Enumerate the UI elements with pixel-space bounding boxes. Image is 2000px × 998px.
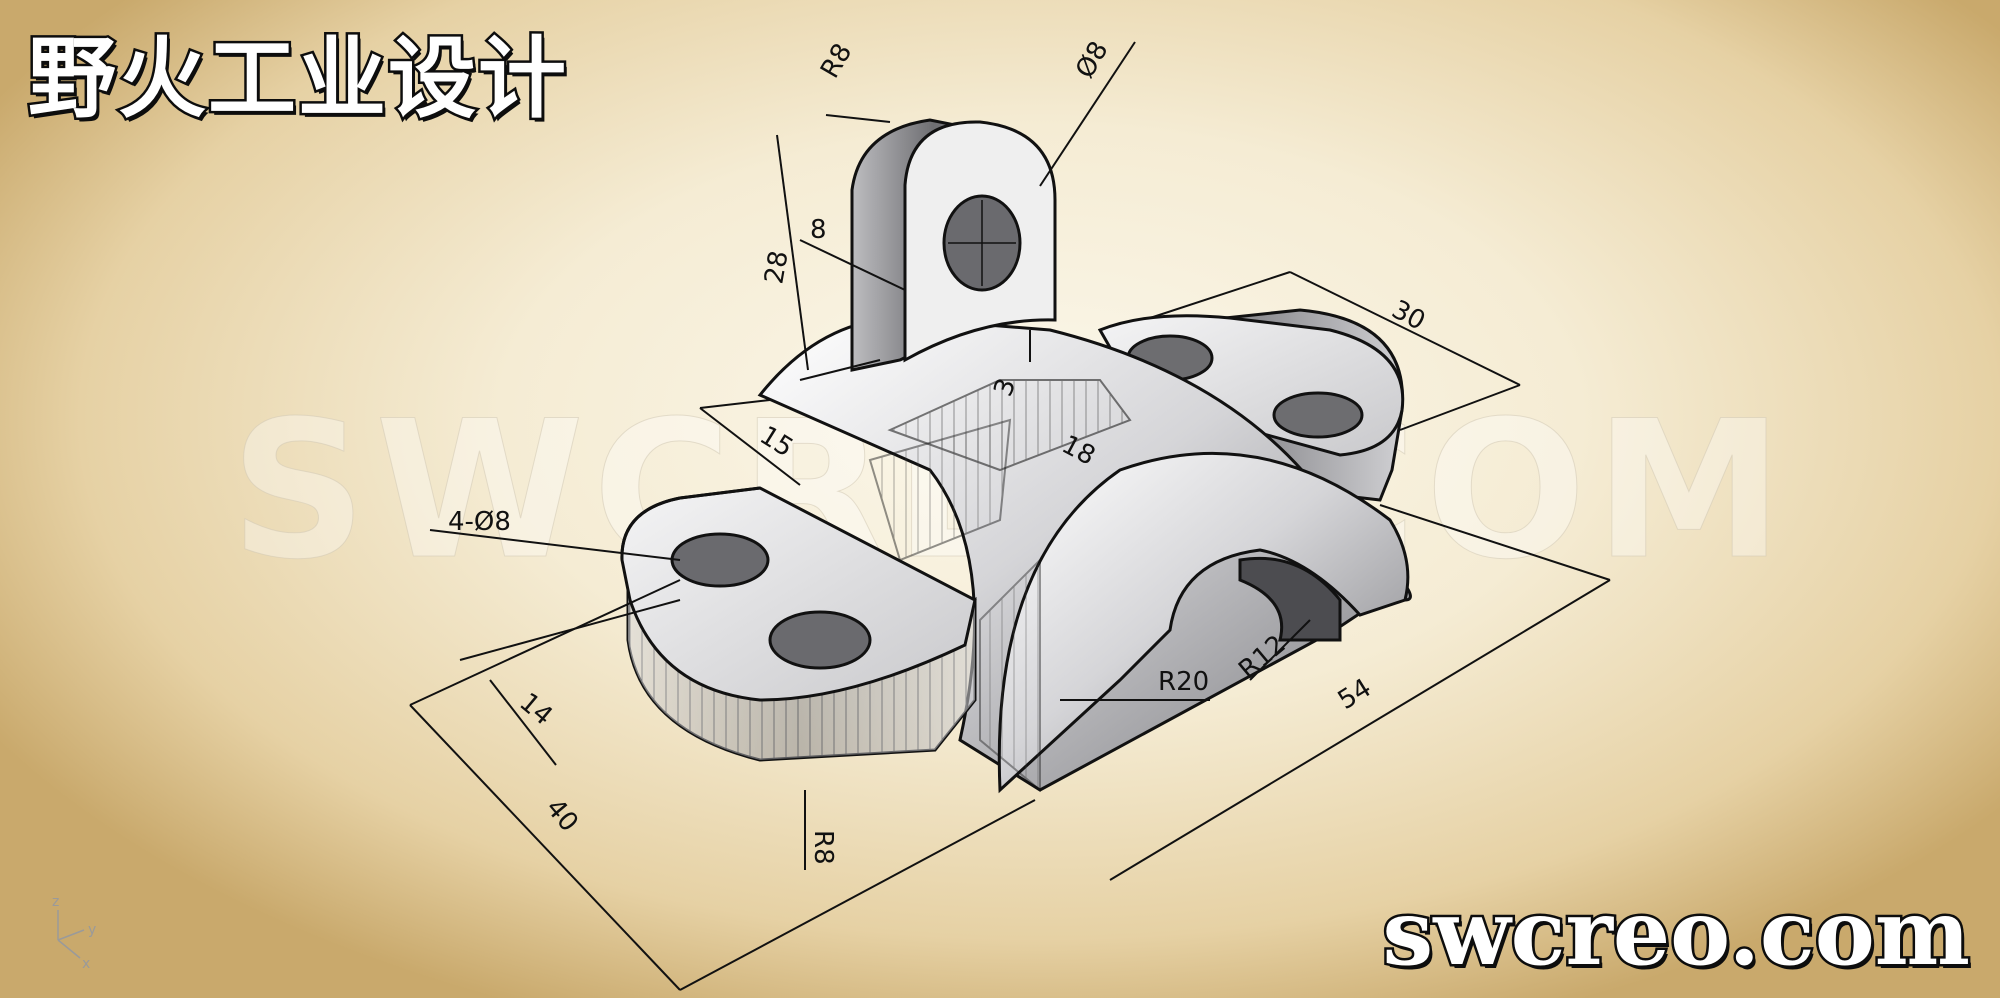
hole-left-1 — [670, 532, 770, 588]
brand-title-cn: 野火工业设计 — [25, 25, 569, 133]
lug — [850, 118, 1057, 372]
dim-r8-top: R8 — [815, 39, 858, 84]
arch-body — [757, 316, 1412, 794]
dim-d8-top: Ø8 — [1070, 36, 1114, 83]
axis-x-label: x — [82, 956, 90, 972]
dim-8: 8 — [810, 215, 827, 245]
dim-holes: 4-Ø8 — [448, 507, 511, 537]
axis-y-label: y — [88, 922, 96, 938]
dim-r8-bottom: R8 — [808, 830, 838, 865]
dim-28: 28 — [759, 248, 794, 286]
dim-15: 15 — [754, 420, 798, 463]
dim-40: 40 — [540, 793, 584, 838]
axis-triad: z y x — [52, 894, 96, 972]
flange-left — [620, 486, 977, 762]
dimension-lines — [409, 41, 1611, 991]
dim-54: 54 — [1333, 673, 1377, 716]
dim-30: 30 — [1387, 295, 1430, 337]
dim-r20: R20 — [1158, 667, 1209, 697]
hole-right-2 — [1272, 391, 1364, 439]
bore-opening — [1238, 556, 1342, 642]
dim-14: 14 — [514, 687, 559, 731]
axis-z-label: z — [52, 894, 59, 910]
hole-left-2 — [768, 610, 872, 670]
brand-site-url: swcreo.com — [1380, 878, 1972, 989]
